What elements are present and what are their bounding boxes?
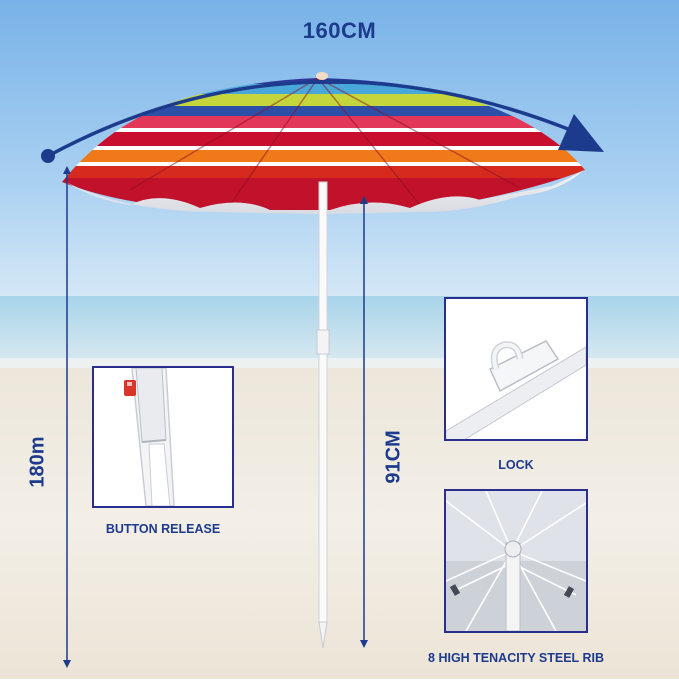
pole-height-label: 91CM — [382, 430, 405, 484]
canopy-width-label: 160CM — [302, 18, 377, 43]
steel-rib-inset — [444, 489, 588, 633]
curved-arrow-icon — [41, 79, 604, 163]
pole-dimension-arrow-icon — [360, 196, 368, 648]
button-release-photo — [94, 368, 232, 506]
umbrella-canopy — [62, 78, 585, 212]
steel-rib-caption: 8 HIGH TENACITY STEEL RIB — [428, 651, 604, 665]
umbrella-underside — [66, 170, 584, 214]
lock-photo — [446, 299, 586, 439]
button-release-caption: BUTTON RELEASE — [105, 522, 221, 536]
lock-caption: LOCK — [498, 458, 534, 472]
umbrella-pole — [318, 181, 328, 623]
lock-inset — [444, 297, 588, 441]
total-height-label: 180m — [26, 436, 49, 488]
steel-rib-photo — [446, 491, 586, 631]
vertical-dimension-arrow-icon — [63, 166, 71, 668]
button-release-inset — [92, 366, 234, 508]
